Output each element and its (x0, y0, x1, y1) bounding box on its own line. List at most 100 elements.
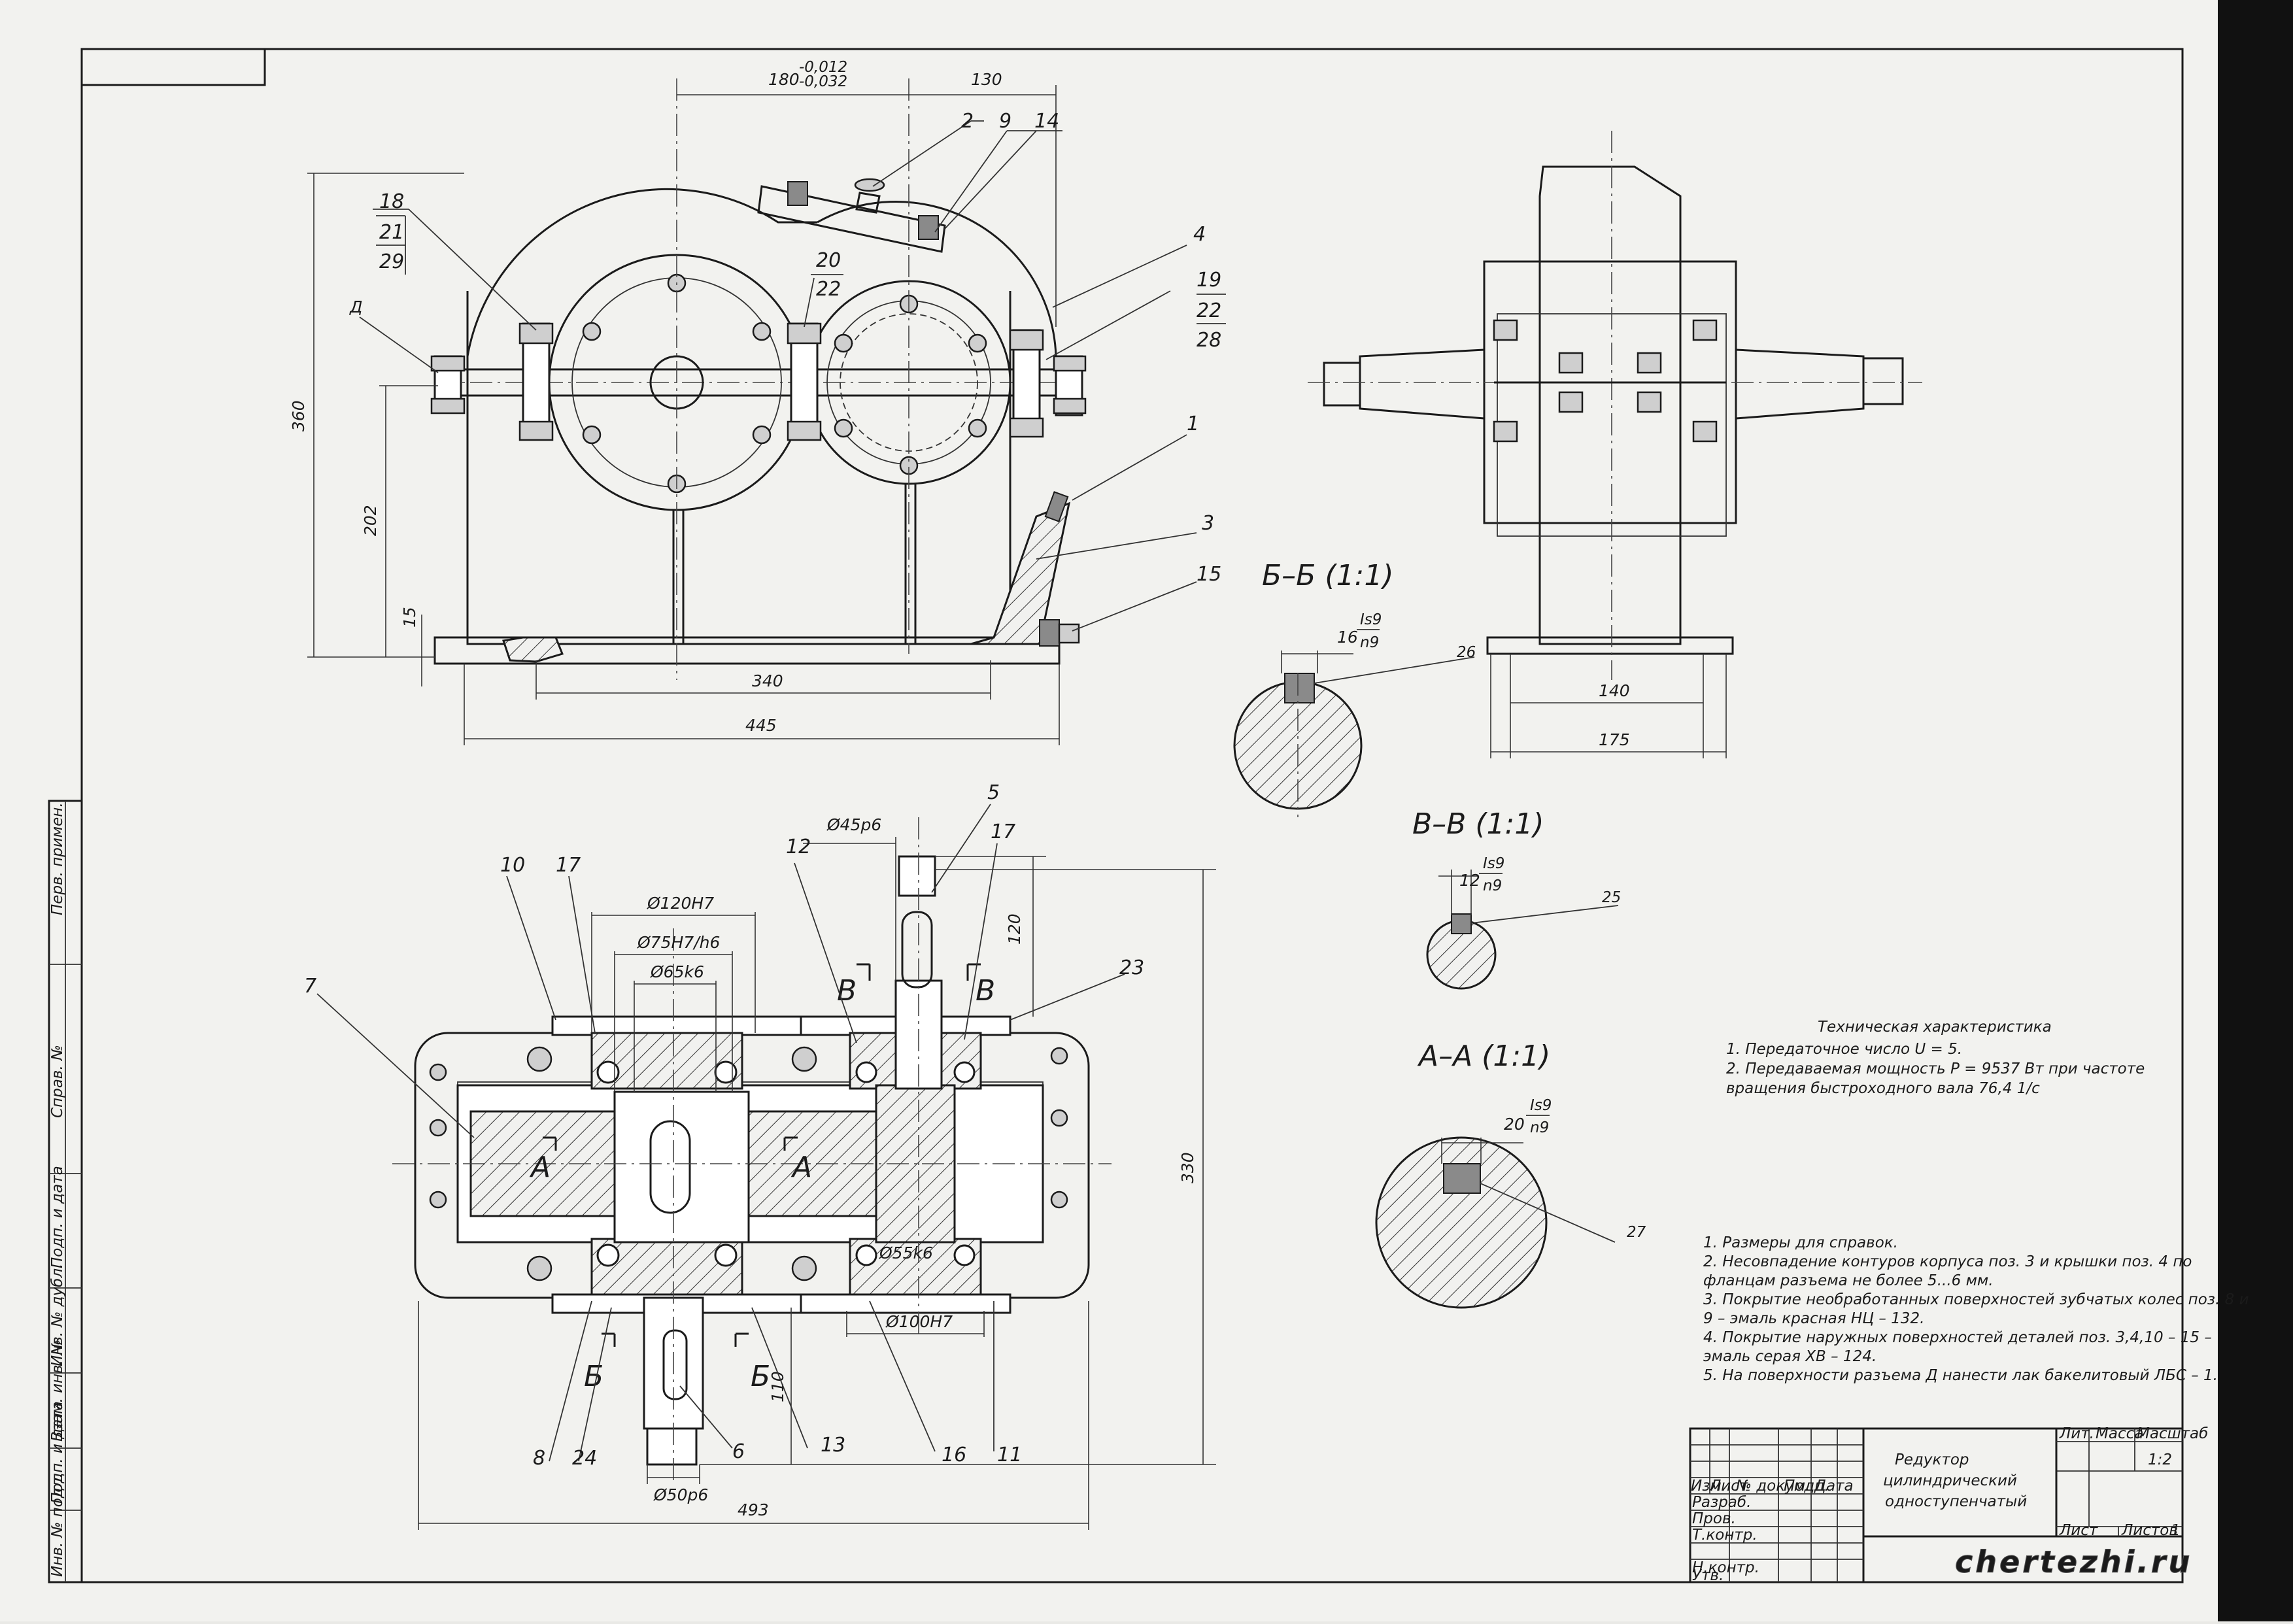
sect-letter-a-left: А (529, 1151, 551, 1184)
tb-massa: Масса (2096, 1425, 2143, 1442)
dim-center-distance: 180 (768, 70, 800, 89)
tb-prov: Пров. (1692, 1510, 1736, 1527)
tb-utv: Утв. (1692, 1567, 1724, 1584)
aa-fit-num: 20 (1504, 1115, 1525, 1134)
side-stamp-2: Справ. № (49, 1045, 66, 1118)
aa-pos: 27 (1627, 1224, 1646, 1241)
dim-d75: Ø75H7/h6 (637, 933, 720, 952)
dim-height-360: 360 (289, 400, 308, 431)
tb-sheet-count: 1 (2171, 1522, 2181, 1539)
bb-fit-top: Is9 (1360, 611, 1382, 628)
pos-13: 13 (821, 1434, 845, 1457)
pos-28: 28 (1197, 329, 1221, 352)
tb-list: Лист (1709, 1478, 1748, 1495)
dim-bolt-span-340: 340 (752, 671, 783, 690)
section-vv-title: В–В (1:1) (1412, 807, 1544, 841)
section-bb: Б–Б (1:1) 16 Is9 n9 26 (1233, 559, 1476, 817)
pos-4: 4 (1193, 223, 1206, 246)
side-view: 140 175 (1308, 131, 1922, 758)
pos-8: 8 (533, 1447, 545, 1470)
dim-base-15: 15 (400, 607, 419, 628)
front-view: 180 -0,012 -0,032 130 360 202 15 340 445… (289, 59, 1226, 745)
section-bb-title: Б–Б (1:1) (1262, 559, 1394, 592)
section-vv: В–В (1:1) 12 Is9 n9 25 (1412, 807, 1621, 990)
bb-fit-num: 16 (1337, 628, 1358, 647)
pos-7: 7 (304, 975, 316, 998)
title-line-1: Редуктор (1895, 1451, 1969, 1468)
pos-14: 14 (1034, 110, 1059, 133)
dim-d55: Ø55k6 (879, 1243, 933, 1262)
title-line-3: одноступенчатый (1885, 1493, 2027, 1510)
note-1: 1. Размеры для справок. (1703, 1234, 1898, 1251)
dim-d100: Ø100H7 (885, 1312, 953, 1331)
top-left-stamp (80, 48, 266, 86)
pos-23: 23 (1119, 956, 1144, 979)
plane-letter: Д (349, 297, 363, 316)
tech-line-1: 1. Передаточное число U = 5. (1726, 1041, 1962, 1058)
dim-side-175: 175 (1599, 730, 1630, 749)
tb-izm: Изм. (1691, 1478, 1726, 1495)
title-block: Изм. Лист № докум. Подп. Дата Разраб. Пр… (1689, 1425, 2208, 1584)
dim-h120: 120 (1005, 913, 1024, 945)
dim-d120: Ø120H7 (647, 894, 714, 913)
pos-12: 12 (786, 836, 811, 858)
section-aa: А–А (1:1) 20 Is9 n9 27 (1375, 1040, 1646, 1309)
vv-fit-top: Is9 (1483, 855, 1504, 872)
sect-letter-b-right: Б (751, 1360, 770, 1393)
dim-d45: Ø45p6 (826, 815, 881, 834)
pos-17-left: 17 (556, 854, 581, 877)
note-5: 9 – эмаль красная НЦ – 132. (1703, 1310, 1924, 1327)
pos-24: 24 (572, 1447, 597, 1470)
pos-9: 9 (999, 110, 1011, 133)
tech-line-3: вращения быстроходного вала 76,4 1/с (1726, 1080, 2040, 1097)
pos-11: 11 (997, 1444, 1022, 1466)
side-stamp-7: Инв. № подл. (49, 1473, 66, 1577)
tb-masshtab: Масштаб (2137, 1425, 2208, 1442)
dim-h330: 330 (1178, 1152, 1197, 1183)
tb-data: Дата (1814, 1478, 1854, 1495)
tech-characteristics: Техническая характеристика 1. Передаточн… (1726, 1019, 2145, 1097)
dim-center-tol-top: -0,012 (799, 59, 847, 76)
note-7: эмаль серая ХВ – 124. (1703, 1348, 1877, 1365)
side-stamp-1: Перв. примен. (49, 802, 66, 915)
sect-letter-v-left: В (837, 974, 857, 1007)
pos-19: 19 (1197, 269, 1221, 292)
pos-5: 5 (987, 781, 1000, 804)
sect-letter-a-right: А (790, 1151, 812, 1184)
note-2: 2. Несовпадение контуров корпуса поз. 3 … (1703, 1253, 2192, 1270)
dim-total-493: 493 (738, 1500, 769, 1519)
dim-center-tol-bot: -0,032 (799, 73, 847, 90)
tb-listov: Листов (2121, 1522, 2178, 1539)
side-stamp-5: Взам. инв. № (49, 1340, 66, 1442)
pos-2: 2 (961, 110, 974, 133)
tb-list-2: Лист (2059, 1522, 2098, 1539)
pos-6: 6 (732, 1440, 745, 1463)
dim-length-445: 445 (745, 716, 777, 735)
tech-line-2: 2. Передаваемая мощность P = 9537 Вт при… (1726, 1060, 2145, 1077)
tb-podp: Подп. (1784, 1478, 1829, 1495)
pos-1: 1 (1187, 413, 1199, 435)
pos-18: 18 (379, 190, 404, 213)
side-stamp-4: Инв. № дубл. (49, 1264, 66, 1366)
tb-razrab: Разраб. (1692, 1494, 1751, 1511)
note-4: 3. Покрытие необработанных поверхностей … (1703, 1291, 2249, 1308)
dim-h110: 110 (768, 1371, 787, 1402)
sect-letter-v-right: В (976, 974, 995, 1007)
vv-fit-num: 12 (1459, 871, 1480, 890)
tb-ndokum: № докум. (1735, 1478, 1810, 1495)
tech-title: Техническая характеристика (1818, 1019, 2052, 1036)
dim-d50: Ø50p6 (653, 1485, 708, 1504)
bb-fit-bot: n9 (1360, 634, 1379, 651)
pos-10: 10 (500, 854, 525, 877)
dim-d65: Ø65k6 (650, 962, 704, 981)
plan-view: А А В В Б Б Ø120H7 Ø75H7/h6 Ø65k6 Ø45p6 … (304, 781, 1216, 1530)
tb-nkontr: Н.контр. (1692, 1559, 1759, 1576)
pos-15: 15 (1197, 563, 1221, 586)
pos-22-cover: 22 (816, 278, 841, 301)
pos-16: 16 (942, 1444, 966, 1466)
dim-right-130: 130 (971, 70, 1002, 89)
watermark-logo: chertezhi.ru (1955, 1544, 2192, 1580)
tb-lit: Лит. (2059, 1425, 2094, 1442)
